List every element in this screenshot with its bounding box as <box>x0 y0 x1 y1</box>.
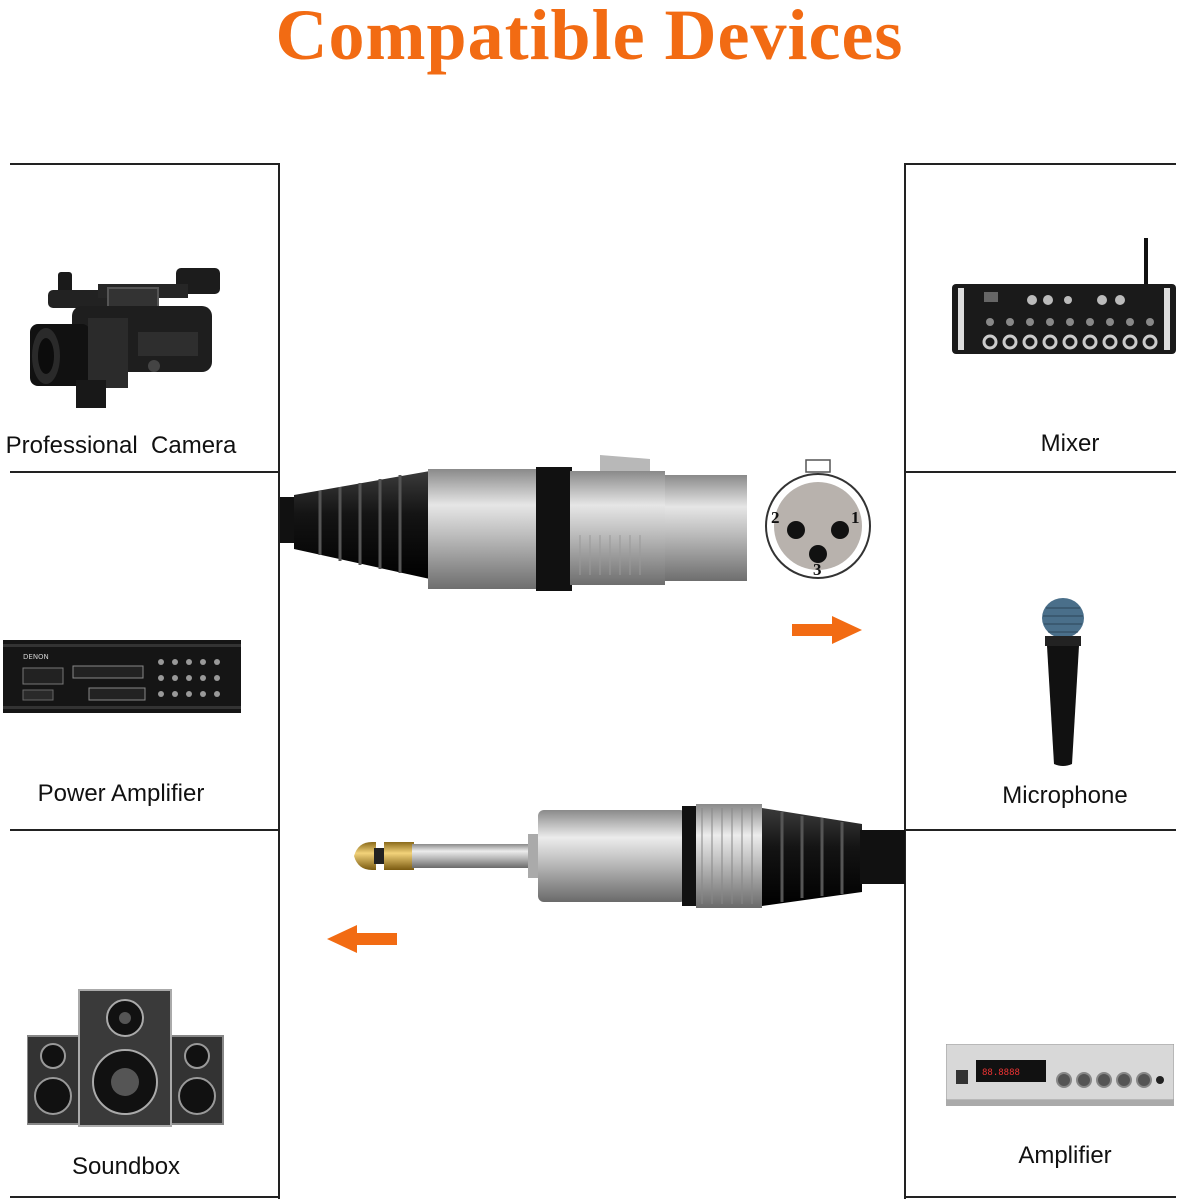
xlr-pin-label-2: 2 <box>771 508 780 527</box>
mixer-icon <box>952 238 1176 354</box>
arrow-left-icon <box>327 925 397 953</box>
svg-text:88.8888: 88.8888 <box>982 1068 1020 1078</box>
left-frame-top-line <box>10 163 280 165</box>
amplifier-icon: 88.8888 <box>946 1044 1174 1106</box>
right-divider-2 <box>904 829 1176 831</box>
microphone-icon <box>1042 598 1084 766</box>
device-label-soundbox: Soundbox <box>71 1153 181 1180</box>
page-title: Compatible Devices <box>275 0 904 75</box>
arrow-right-icon <box>792 616 862 644</box>
device-label-amplifier: Amplifier <box>1018 1142 1112 1169</box>
xlr-pin-label-3: 3 <box>813 560 822 579</box>
left-divider-1 <box>10 471 280 473</box>
device-label-mixer: Mixer <box>1040 430 1100 457</box>
right-frame-vertical-line <box>904 163 906 1199</box>
right-divider-1 <box>904 471 1176 473</box>
right-frame-bottom-line <box>904 1196 1176 1198</box>
quarter-inch-jack-connector-icon <box>354 804 905 908</box>
camcorder-icon <box>30 268 220 408</box>
left-divider-2 <box>10 829 280 831</box>
svg-text:DENON: DENON <box>23 653 49 661</box>
left-frame-bottom-line <box>10 1196 280 1198</box>
device-label-power-amplifier: Power Amplifier <box>37 780 205 807</box>
xlr-pin-label-1: 1 <box>851 508 860 527</box>
left-frame-vertical-line <box>278 163 280 1199</box>
device-label-professional-camera: Professional Camera <box>5 432 237 459</box>
power-amplifier-icon: DENON <box>3 640 241 713</box>
xlr-pin-diagram-icon <box>765 459 871 579</box>
xlr-female-connector-icon <box>280 455 747 591</box>
right-frame-top-line <box>904 163 1176 165</box>
device-label-microphone: Microphone <box>1002 782 1128 809</box>
speaker-icon <box>27 989 224 1127</box>
